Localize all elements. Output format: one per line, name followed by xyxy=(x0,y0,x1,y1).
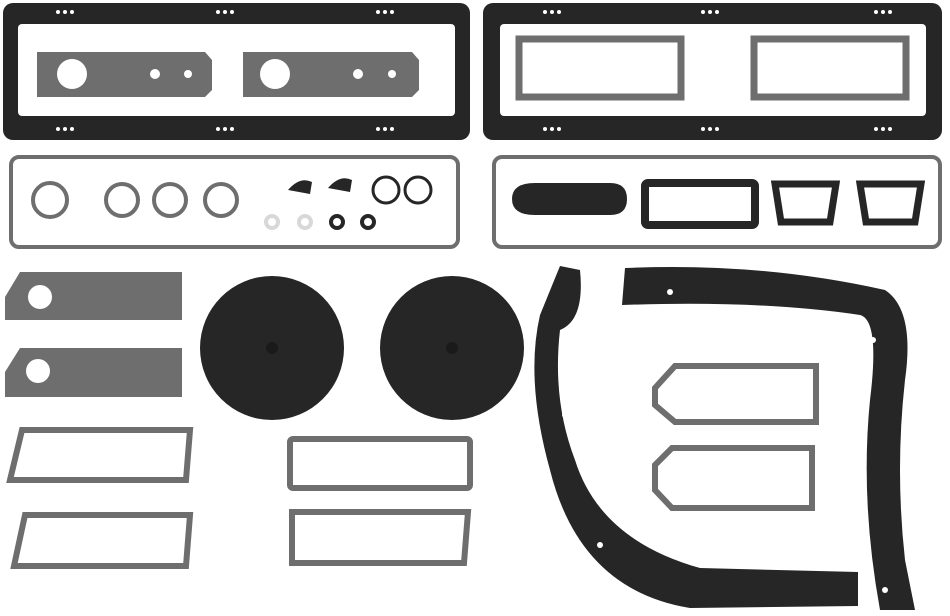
mounting-hole xyxy=(550,10,554,14)
mounting-hole xyxy=(56,10,60,14)
mounting-hole xyxy=(383,127,387,131)
mounting-hole xyxy=(56,127,60,131)
mounting-hole xyxy=(376,10,380,14)
mounting-hole xyxy=(874,10,878,14)
mounting-hole xyxy=(701,127,705,131)
mounting-hole xyxy=(63,127,67,131)
mounting-hole xyxy=(376,127,380,131)
mounting-hole xyxy=(881,10,885,14)
mounting-hole xyxy=(708,127,712,131)
taillight-gasket-right xyxy=(483,3,942,140)
mounting-hole xyxy=(63,10,67,14)
mounting-hole xyxy=(881,127,885,131)
foam-discs xyxy=(200,276,524,420)
mounting-hole xyxy=(701,10,705,14)
lens-gasket-set-right xyxy=(492,155,942,249)
mounting-hole xyxy=(874,127,878,131)
mounting-hole xyxy=(888,127,892,131)
gray-tab-gaskets xyxy=(5,272,182,397)
mounting-hole xyxy=(230,127,234,131)
mounting-hole xyxy=(223,10,227,14)
mounting-hole xyxy=(216,10,220,14)
mounting-hole xyxy=(715,127,719,131)
mounting-hole xyxy=(383,10,387,14)
mounting-hole xyxy=(708,10,712,14)
mounting-hole xyxy=(223,127,227,131)
door-seal-gaskets xyxy=(534,266,915,610)
mounting-hole xyxy=(216,127,220,131)
mounting-hole xyxy=(230,10,234,14)
lens-gasket-set-left xyxy=(9,155,460,249)
taillight-gasket-left xyxy=(3,3,470,140)
mounting-hole xyxy=(70,10,74,14)
mounting-hole xyxy=(715,10,719,14)
mounting-hole xyxy=(390,10,394,14)
mounting-hole xyxy=(557,127,561,131)
mounting-hole xyxy=(557,10,561,14)
mounting-hole xyxy=(390,127,394,131)
mounting-hole xyxy=(888,10,892,14)
mounting-hole xyxy=(550,127,554,131)
gray-frame-gaskets xyxy=(6,363,819,569)
mounting-hole xyxy=(543,10,547,14)
mounting-hole xyxy=(70,127,74,131)
mounting-hole xyxy=(543,127,547,131)
